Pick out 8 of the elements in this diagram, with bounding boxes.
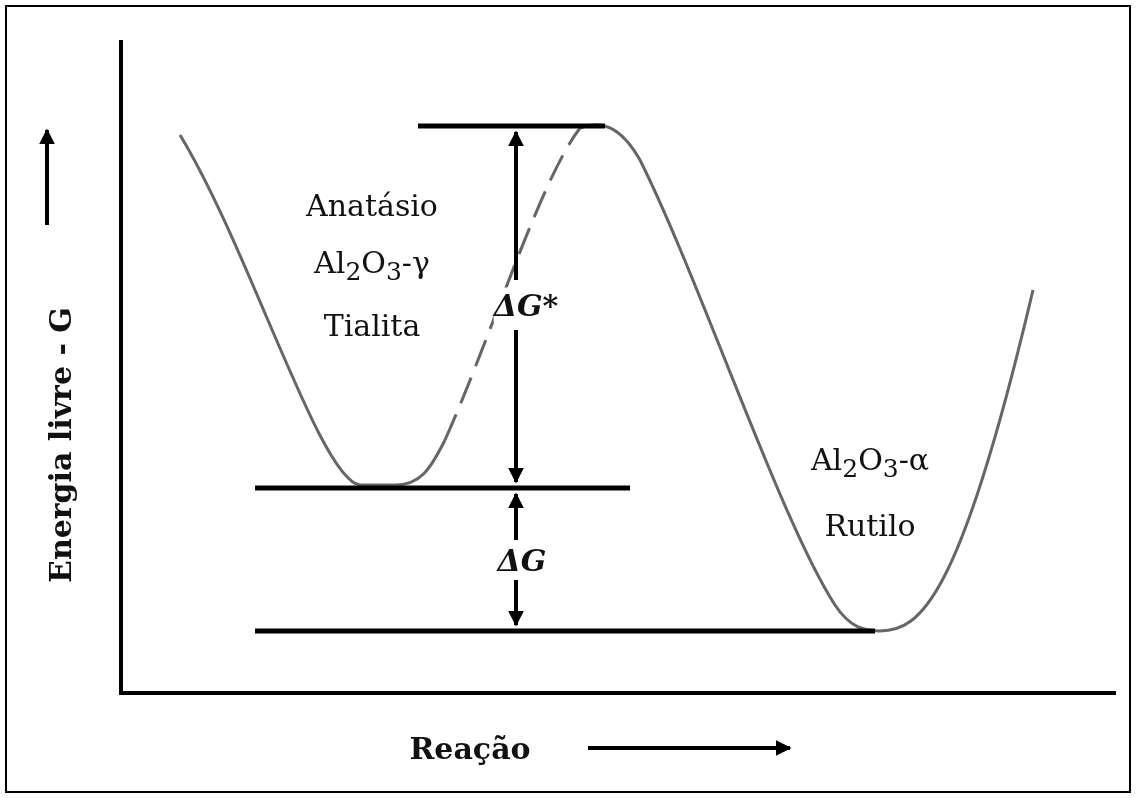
phase-label: Anatásio — [306, 187, 438, 223]
phase-label: Rutilo — [824, 507, 916, 543]
phase-label: Al$_{2}$O$_{3}$-γ — [314, 244, 430, 286]
phase-label: Al$_{2}$O$_{3}$-α — [810, 441, 930, 483]
phase-label: Tialita — [323, 307, 421, 343]
axis-label: Energia livre - G — [42, 307, 78, 583]
axis-label: Reação — [409, 730, 531, 766]
delta-label: ΔG* — [493, 287, 559, 323]
